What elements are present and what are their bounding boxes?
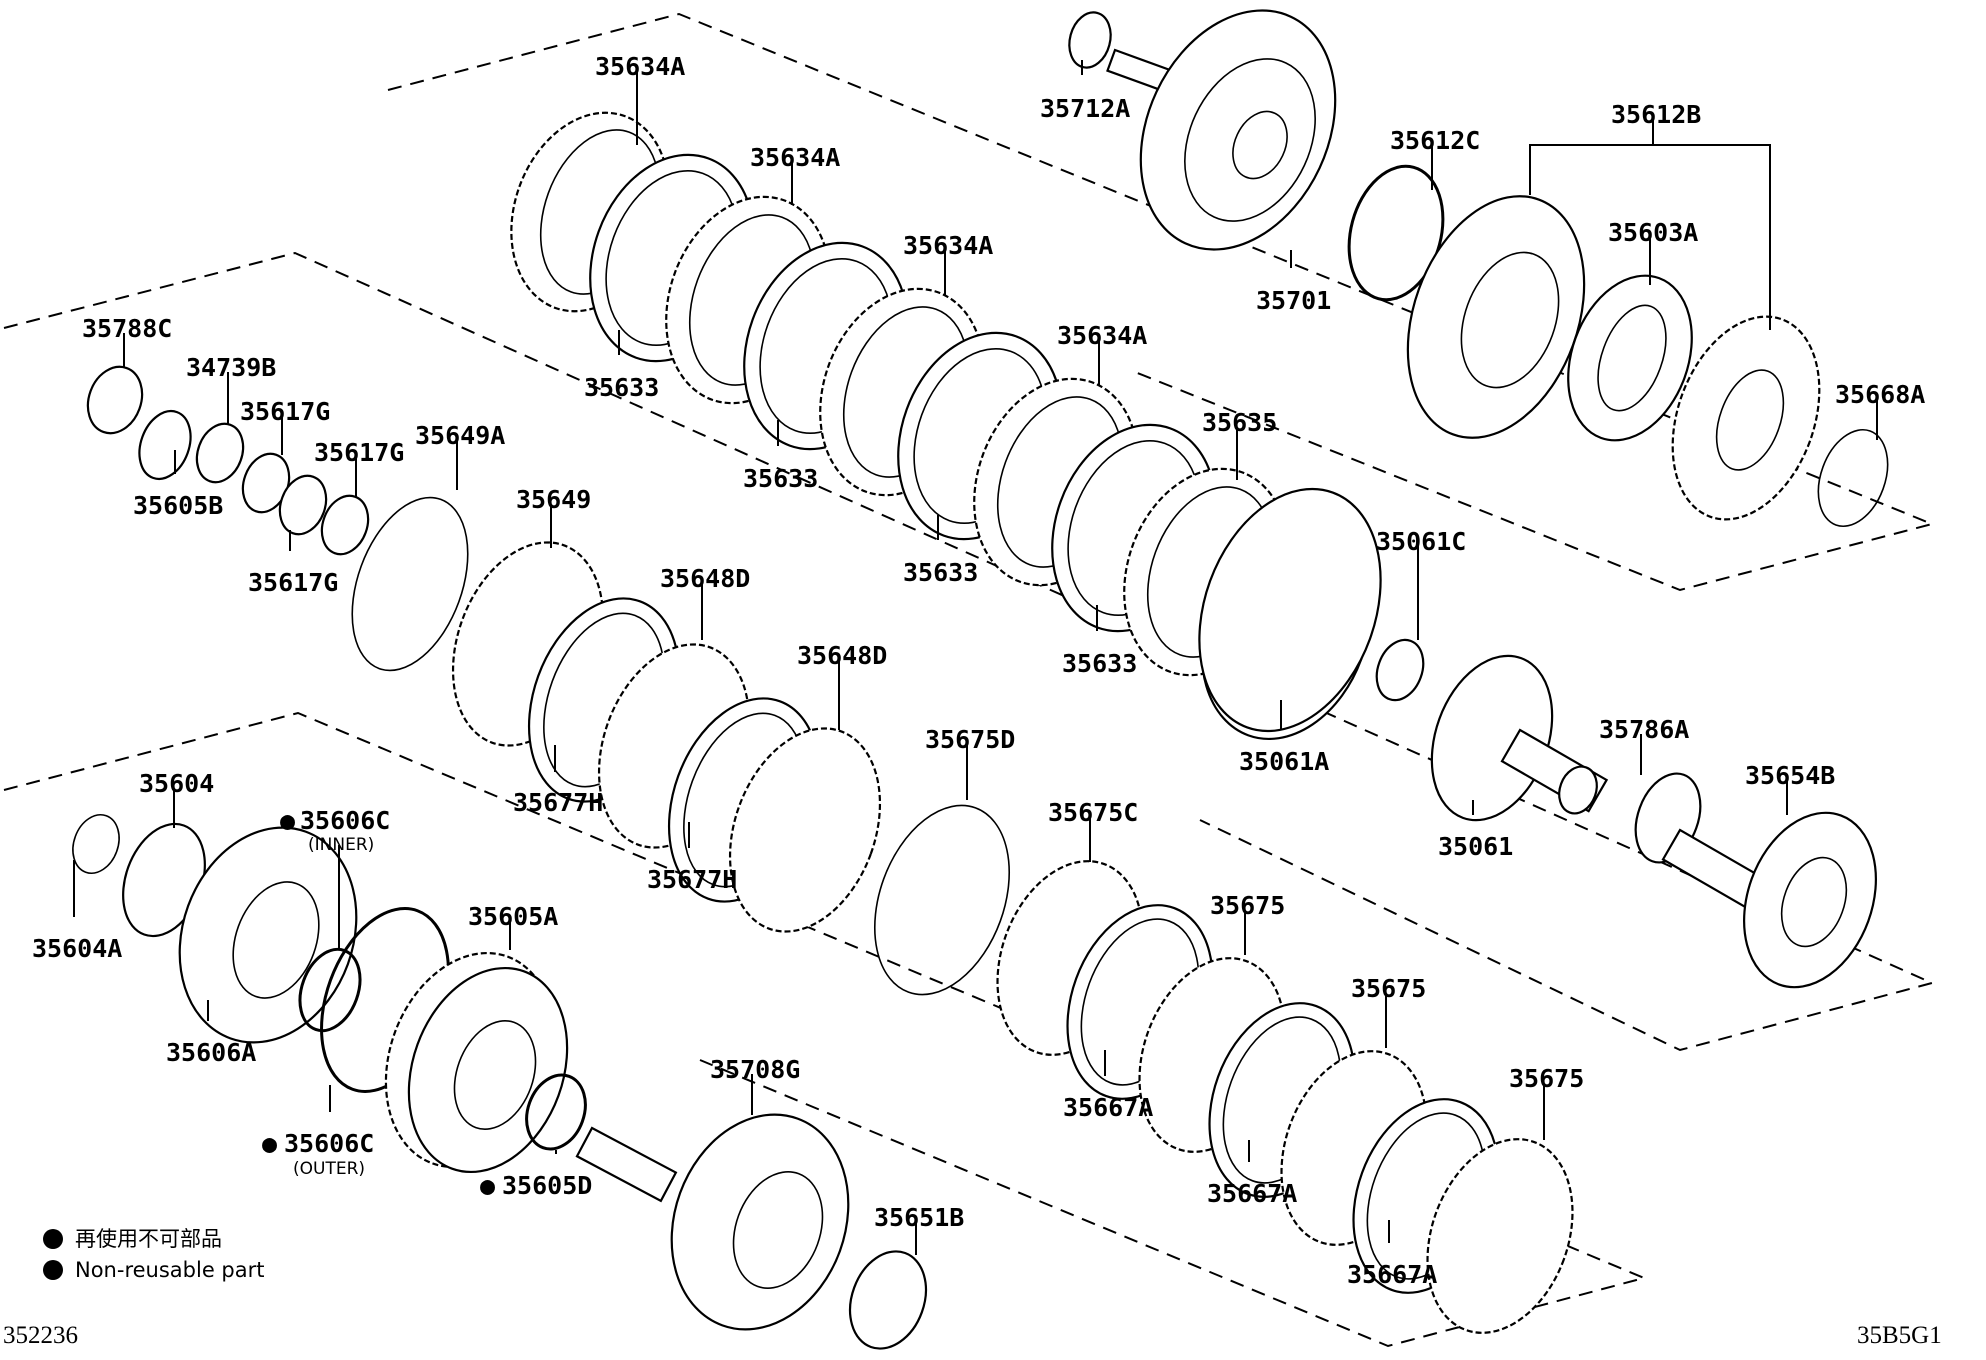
label-35061A: 35061A (1239, 747, 1329, 776)
non-reusable-marker: ● (280, 806, 295, 835)
label-35654B: 35654B (1745, 761, 1835, 790)
label-35604A: 35604A (32, 934, 122, 963)
label-35708G: 35708G (710, 1055, 800, 1084)
label-35633: 35633 (1062, 649, 1137, 678)
part-35605A-drum (384, 951, 569, 1174)
legend-text-en: Non-reusable part (75, 1258, 264, 1282)
figure-code-right: 35B5G1 (1857, 1322, 1942, 1349)
label-35635: 35635 (1202, 408, 1277, 437)
label-35649: 35649 (516, 485, 591, 514)
label-35606C-inner-note: (INNER) (308, 835, 374, 855)
part-35701-drum (1106, 9, 1337, 251)
part-35612C-oring (1347, 164, 1445, 302)
label-35667A: 35667A (1063, 1093, 1153, 1122)
label-35675D: 35675D (925, 725, 1015, 754)
label-35061C: 35061C (1376, 527, 1466, 556)
label-35675: 35675 (1351, 974, 1426, 1003)
part-35604A-snapring (72, 814, 120, 874)
label-35667A: 35667A (1347, 1260, 1437, 1289)
part-35061C-bearing (1375, 638, 1425, 702)
label-35786A: 35786A (1599, 715, 1689, 744)
label-35675: 35675 (1210, 891, 1285, 920)
label-35612B: 35612B (1611, 100, 1701, 129)
part-35617G-b (278, 474, 328, 536)
label-35651B: 35651B (874, 1203, 964, 1232)
label-35061: 35061 (1438, 832, 1513, 861)
label-35605B: 35605B (133, 491, 223, 520)
label-35667A: 35667A (1207, 1179, 1297, 1208)
part-35788C-washer (86, 365, 144, 435)
label-34739B: 34739B (186, 353, 276, 382)
non-reusable-marker: ● (262, 1129, 277, 1158)
label-35701: 35701 (1256, 286, 1331, 315)
figure-code-left: 352236 (3, 1322, 78, 1349)
label-35634A: 35634A (903, 231, 993, 260)
legend-text-ja: 再使用不可部品 (75, 1227, 222, 1251)
part-35061A-ring (1198, 487, 1382, 733)
label-35634A: 35634A (595, 52, 685, 81)
non-reusable-marker: ● (480, 1171, 495, 1200)
label-35633: 35633 (903, 558, 978, 587)
clutch-pack-middle (351, 496, 882, 933)
label-35668A: 35668A (1835, 380, 1925, 409)
label-35712A: 35712A (1040, 94, 1130, 123)
group-outline-middle (3, 251, 1935, 1052)
label-35675C: 35675C (1048, 798, 1138, 827)
part-35603A-spring (1567, 274, 1693, 442)
part-35668A-snapring (1817, 428, 1889, 528)
legend-bullet-en (43, 1260, 63, 1280)
leader-lines (73, 60, 1878, 1255)
label-35605A: 35605A (468, 902, 558, 931)
label-35606A: 35606A (166, 1038, 256, 1067)
part-35612B-retainer (1671, 315, 1821, 521)
label-35634A: 35634A (1057, 321, 1147, 350)
label-35617G: 35617G (314, 438, 404, 467)
label-35633: 35633 (584, 373, 659, 402)
part-35612B-piston (1406, 195, 1586, 439)
clutch-pack-lower (996, 860, 1574, 1334)
legend: 再使用不可部品 Non-reusable part (43, 1227, 264, 1282)
part-35708G-carrier (575, 1113, 850, 1331)
label-35649A: 35649A (415, 421, 505, 450)
label-35633: 35633 (743, 464, 818, 493)
label-35634A: 35634A (750, 143, 840, 172)
label-35788C: 35788C (82, 314, 172, 343)
part-35712A-seal (1068, 11, 1112, 69)
part-35675D-snapring (873, 804, 1011, 996)
label-35648D: 35648D (797, 641, 887, 670)
label-35606C-inner: 35606C (300, 806, 390, 835)
part-35605B-bearing (138, 410, 192, 480)
part-35061-hub (1430, 654, 1609, 822)
label-35677H: 35677H (513, 788, 603, 817)
part-labels: 35634A 35634A 35634A 35634A 35633 35633 … (32, 52, 1925, 1289)
label-35617G: 35617G (248, 568, 338, 597)
label-35677H: 35677H (647, 865, 737, 894)
part-35606A-piston (178, 826, 358, 1044)
label-35606C-outer: 35606C (284, 1129, 374, 1158)
label-35603A: 35603A (1608, 218, 1698, 247)
label-35675: 35675 (1509, 1064, 1584, 1093)
part-35651B-bearing (848, 1250, 928, 1350)
label-35606C-outer-note: (OUTER) (293, 1159, 365, 1179)
part-35654B-hub (1661, 811, 1877, 989)
label-35612C: 35612C (1390, 126, 1480, 155)
label-35617G: 35617G (240, 397, 330, 426)
part-35605D-oring (525, 1073, 587, 1151)
label-35648D: 35648D (660, 564, 750, 593)
legend-bullet-ja (43, 1229, 63, 1249)
part-34739B-washer (195, 422, 245, 484)
label-35605D: 35605D (502, 1171, 592, 1200)
label-35604: 35604 (139, 769, 214, 798)
